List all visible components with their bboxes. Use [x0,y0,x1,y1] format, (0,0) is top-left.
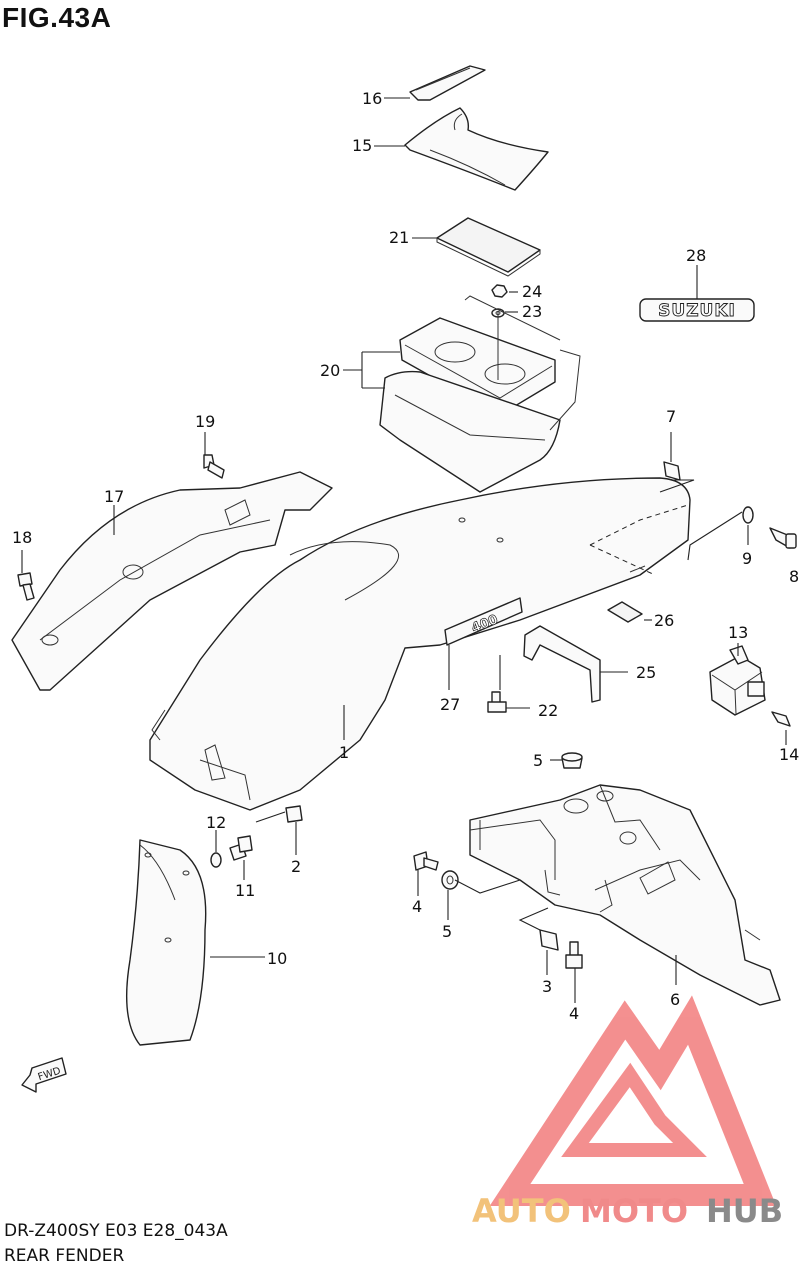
callout-14: 14 [779,745,799,764]
part-13-relay [709,645,766,716]
callout-11: 11 [235,881,255,900]
part-10-mud-flap [126,839,207,1046]
callout-7: 7 [666,407,676,426]
part-28-suzuki-emblem: SUZUKI [639,298,755,322]
part-18-bolt [17,572,35,601]
part-5-washer-upper [561,752,583,769]
callout-8: 8 [789,567,799,586]
callout-4b: 4 [569,1004,579,1023]
callout-4a: 4 [412,897,422,916]
callout-28: 28 [686,246,706,265]
part-25-handle [523,625,601,703]
callout-23: 23 [522,302,542,321]
part-11-bolt [229,835,253,861]
callout-10: 10 [267,949,287,968]
part-6-rear-lower-fender [469,784,781,1006]
callout-5a: 5 [533,751,543,770]
part-4-bolt-lower [565,941,583,969]
part-19-bolt [203,454,225,479]
callout-19: 19 [195,412,215,431]
callout-3: 3 [542,977,552,996]
part-24-nut [491,284,508,298]
callout-24: 24 [522,282,542,301]
part-14-screw [771,711,791,727]
callout-21: 21 [389,228,409,247]
callout-labels: 16 15 21 24 23 20 28 7 9 8 19 18 17 1 27… [12,89,799,1023]
part-7-clip [663,461,681,481]
part-15-tool-bag [404,107,549,191]
part-4-bolt-left [413,851,439,871]
callout-25: 25 [636,663,656,682]
callout-17: 17 [104,487,124,506]
watermark-text: AUTO MOTO HUB [472,1192,783,1230]
part-26-pad [607,601,643,623]
part-21-pad [436,217,541,277]
section-name: REAR FENDER [4,1246,125,1266]
watermark-hub: HUB [706,1192,783,1230]
callout-16: 16 [362,89,382,108]
callout-6: 6 [670,990,680,1009]
part-20-tray [379,295,581,493]
callout-1: 1 [339,743,349,762]
callout-27: 27 [440,695,460,714]
part-3-clip [539,929,559,951]
part-5-washer-lower [441,870,459,890]
part-1-rear-fender [149,477,691,811]
callout-20: 20 [320,361,340,380]
model-code: DR-Z400SY E03 E28_043A [4,1221,228,1241]
callout-15: 15 [352,136,372,155]
callout-9: 9 [742,549,752,568]
watermark-logo [489,995,777,1206]
callout-5b: 5 [442,922,452,941]
watermark-auto: AUTO [472,1192,571,1230]
emblem-text: SUZUKI [658,301,736,321]
part-17-side-cover [11,471,333,691]
leader-lines [21,97,787,1003]
callout-2: 2 [291,857,301,876]
callout-12: 12 [206,813,226,832]
callout-22: 22 [538,701,558,720]
part-2-bolt [285,805,303,823]
part-9-washer [742,506,754,524]
callout-18: 18 [12,528,32,547]
part-16-strap [409,65,486,101]
fwd-arrow-icon: FWD [21,1057,67,1093]
part-12-washer [210,852,222,868]
figure-title: FIG.43A [2,2,112,33]
callout-13: 13 [728,623,748,642]
part-8-bolt [769,527,797,549]
watermark-moto: MOTO [580,1192,688,1230]
callout-26: 26 [654,611,674,630]
part-22-bolt [487,691,507,713]
